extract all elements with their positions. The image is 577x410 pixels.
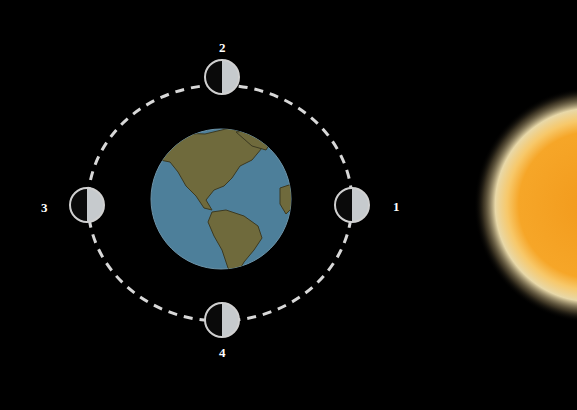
earth: [150, 128, 294, 276]
callout-number: 1: [393, 200, 400, 213]
callout-number: 4: [219, 346, 226, 359]
callout-number: 2: [219, 41, 226, 54]
moon-4: [205, 303, 239, 337]
moon-1: [335, 188, 369, 222]
moon-3: [70, 188, 104, 222]
moon-orbit: [88, 85, 352, 321]
callout-number: 3: [41, 201, 48, 214]
moon-2: [205, 60, 239, 94]
sun: [474, 87, 577, 323]
